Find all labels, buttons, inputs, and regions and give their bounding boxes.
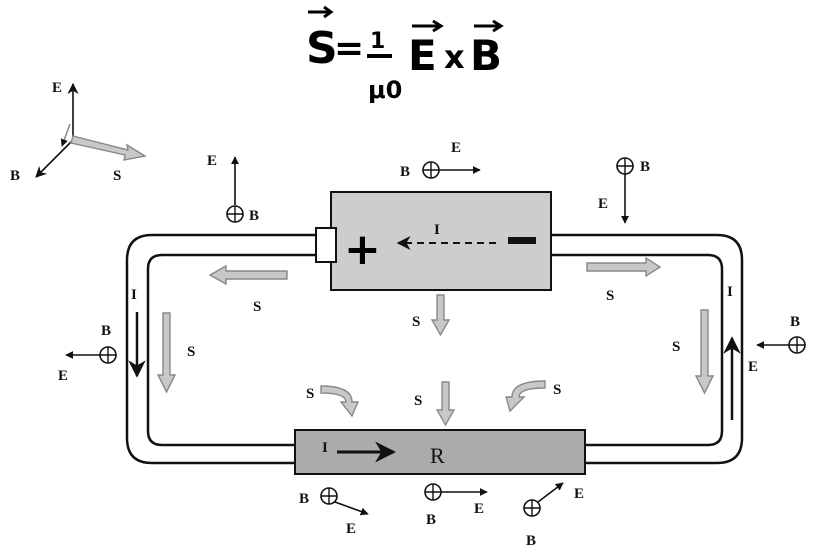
s-arrow-down-icon [435, 381, 456, 427]
field-left: I S B E [58, 287, 195, 394]
e-label: E [574, 486, 584, 502]
s-label: S [187, 344, 195, 360]
vector-arrow-icon [474, 19, 504, 33]
e-label: E [346, 521, 356, 537]
formula-denominator: μ0 [368, 76, 402, 104]
s-curved-arrow-icon [505, 380, 546, 413]
battery: + − I [315, 191, 552, 291]
triad-b-label: B [10, 168, 20, 184]
formula-equals: = [334, 28, 364, 69]
current-label: I [727, 284, 733, 300]
battery-terminal [315, 227, 337, 263]
field-right: I S B E [672, 284, 806, 420]
formula-e: E [408, 31, 437, 80]
s-arrow-right-icon [586, 256, 662, 278]
axis-triad: E B S [10, 80, 147, 184]
e-label: E [451, 140, 461, 156]
field-bottom-2: B E [424, 483, 488, 528]
b-axis-arrow-icon [35, 139, 74, 178]
s-axis-arrow-icon [70, 135, 147, 161]
b-label: B [640, 159, 650, 175]
s-arrows-resistor: S S S [306, 380, 561, 427]
e-label: E [598, 196, 608, 212]
s-label: S [412, 314, 420, 330]
triad-e-label: E [52, 80, 62, 96]
current-label: I [131, 287, 137, 303]
field-bottom-3: E B [523, 482, 584, 549]
s-label: S [606, 288, 614, 304]
rotation-arrow-icon [60, 123, 71, 147]
s-arrow-left-icon [208, 264, 288, 286]
e-label: E [748, 359, 758, 375]
formula-b: B [470, 31, 502, 80]
formula-times: x [444, 38, 465, 76]
resistor-label: R [430, 443, 445, 468]
battery-minus-sign [508, 237, 536, 244]
vector-arrow-icon [412, 19, 444, 33]
b-label: B [101, 323, 111, 339]
field-top-right: B E [598, 157, 650, 224]
s-arrows-battery: S S S [208, 256, 662, 337]
b-label: B [299, 491, 309, 507]
field-bottom-1: B E [299, 487, 369, 537]
field-top-left: E B [207, 153, 259, 224]
b-label: B [249, 208, 259, 224]
s-label: S [672, 339, 680, 355]
e-arrow-icon [537, 482, 564, 503]
field-top-mid: B E [400, 140, 481, 180]
resistor-current-label: I [322, 440, 328, 456]
battery-current-label: I [434, 222, 440, 238]
e-label: E [58, 368, 68, 384]
s-arrow-down-icon [694, 309, 715, 395]
b-label: B [526, 533, 536, 549]
circuit-wire [125, 233, 744, 465]
formula-numerator: 1 [370, 29, 385, 54]
e-arrow-icon [334, 501, 369, 516]
formula-s: S [306, 23, 338, 74]
b-label: B [790, 314, 800, 330]
b-label: B [426, 512, 436, 528]
triad-s-label: S [113, 168, 121, 184]
resistor: I R [294, 429, 586, 475]
s-label: S [553, 382, 561, 398]
e-label: E [474, 501, 484, 517]
poynting-formula: S = 1 μ0 E x B [306, 5, 504, 104]
s-label: S [306, 386, 314, 402]
s-label: S [253, 299, 261, 315]
s-arrow-down-icon [430, 294, 451, 337]
s-label: S [414, 393, 422, 409]
s-curved-arrow-icon [320, 385, 360, 418]
vector-arrow-icon [308, 5, 334, 19]
battery-plus-sign: + [344, 224, 381, 275]
b-label: B [400, 164, 410, 180]
s-arrow-down-icon [156, 312, 177, 394]
e-label: E [207, 153, 217, 169]
